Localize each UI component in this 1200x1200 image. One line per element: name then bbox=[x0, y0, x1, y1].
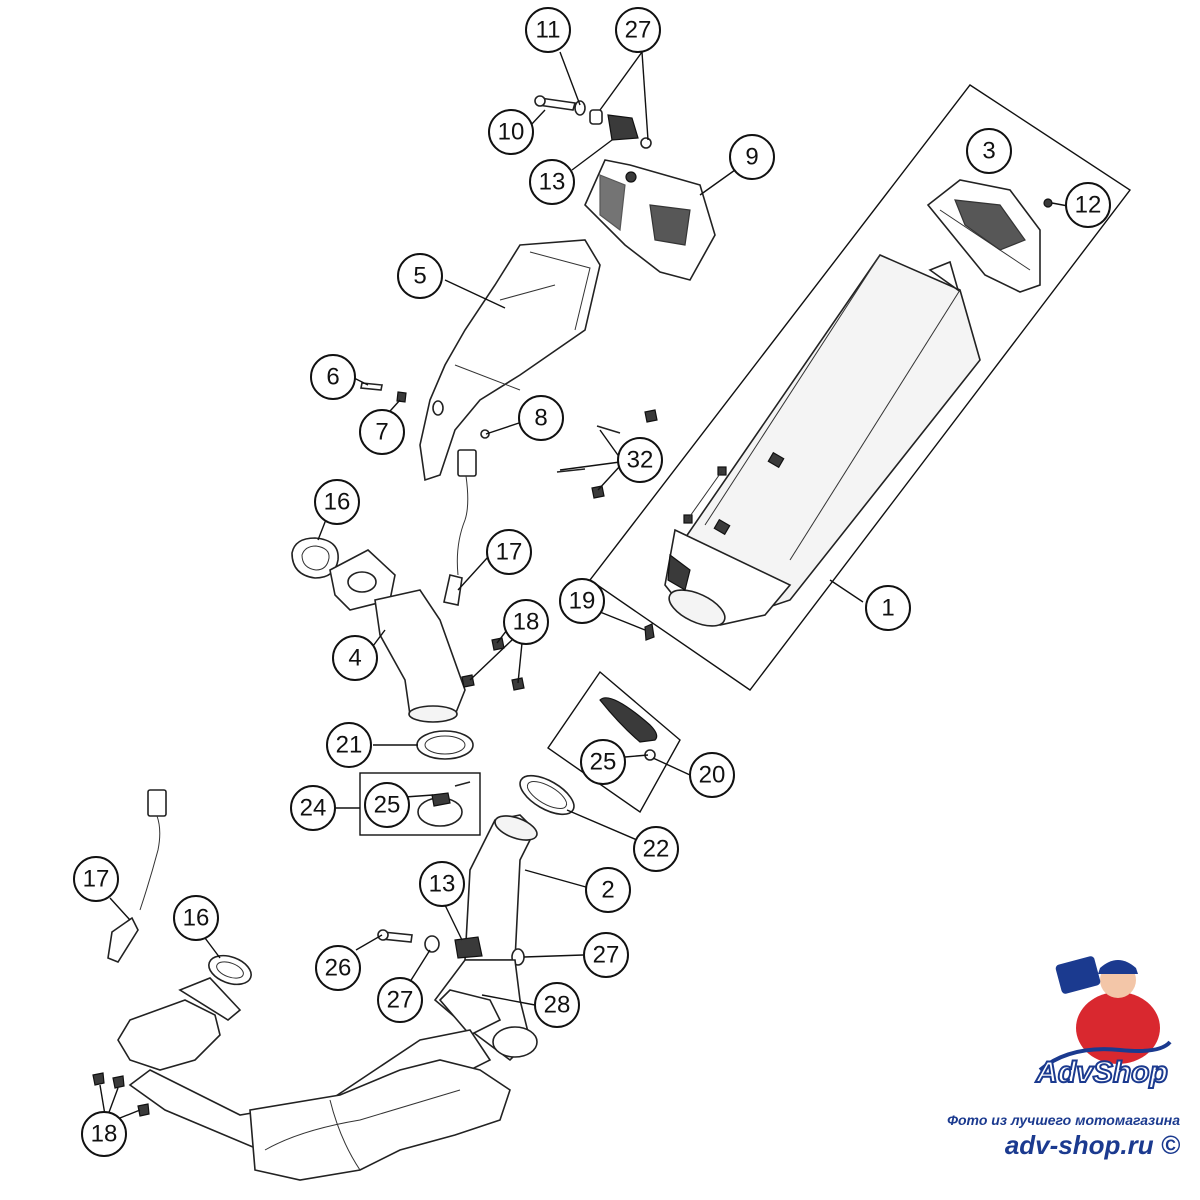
heat-shield-bracket bbox=[584, 159, 716, 281]
header-pipe-4 bbox=[329, 549, 466, 723]
clamp-20 bbox=[599, 697, 658, 761]
callout-18-center: 18 bbox=[503, 599, 549, 645]
callout-25-left: 25 bbox=[364, 782, 410, 828]
callout-16-top: 16 bbox=[314, 479, 360, 525]
callout-13-top: 13 bbox=[529, 159, 575, 205]
callout-24: 24 bbox=[290, 785, 336, 831]
svg-text:4: 4 bbox=[348, 645, 361, 672]
header-collector bbox=[117, 959, 538, 1181]
screw-12 bbox=[1043, 198, 1053, 208]
heat-shield bbox=[419, 239, 601, 482]
svg-text:17: 17 bbox=[496, 539, 523, 566]
callout-17-top: 17 bbox=[486, 529, 532, 575]
svg-text:1: 1 bbox=[881, 595, 894, 622]
svg-text:27: 27 bbox=[625, 17, 652, 44]
svg-text:7: 7 bbox=[375, 419, 388, 446]
svg-text:19: 19 bbox=[569, 588, 596, 615]
svg-text:16: 16 bbox=[183, 905, 210, 932]
callout-17-bottom: 17 bbox=[73, 856, 119, 902]
nut-7 bbox=[396, 391, 407, 403]
callout-26: 26 bbox=[315, 945, 361, 991]
svg-text:20: 20 bbox=[699, 762, 726, 789]
svg-text:27: 27 bbox=[387, 987, 414, 1014]
callout-32: 32 bbox=[617, 437, 663, 483]
callout-3: 3 bbox=[966, 128, 1012, 174]
svg-text:16: 16 bbox=[324, 489, 351, 516]
svg-text:25: 25 bbox=[590, 749, 617, 776]
svg-text:13: 13 bbox=[539, 169, 566, 196]
svg-text:28: 28 bbox=[544, 992, 571, 1019]
callout-10: 10 bbox=[488, 109, 534, 155]
callout-27-top: 27 bbox=[615, 7, 661, 53]
svg-text:10: 10 bbox=[498, 119, 525, 146]
gasket-22 bbox=[519, 774, 575, 816]
callout-22: 22 bbox=[633, 826, 679, 872]
clamp-kit-20-frame bbox=[547, 670, 681, 814]
svg-text:3: 3 bbox=[982, 138, 995, 165]
svg-text:18: 18 bbox=[91, 1121, 118, 1148]
clips-32 bbox=[556, 409, 658, 499]
callout-8: 8 bbox=[518, 395, 564, 441]
callout-18-bottom: 18 bbox=[81, 1111, 127, 1157]
svg-text:AdvShop: AdvShop bbox=[1035, 1056, 1168, 1089]
adv-shop-logo: AdvShop bbox=[1034, 956, 1172, 1090]
callout-20: 20 bbox=[689, 752, 735, 798]
gasket-16-top bbox=[291, 537, 339, 579]
callout-7: 7 bbox=[359, 409, 405, 455]
muffler-assembly bbox=[588, 84, 1132, 691]
svg-text:5: 5 bbox=[413, 263, 426, 290]
svg-text:11: 11 bbox=[536, 17, 561, 44]
svg-text:12: 12 bbox=[1075, 192, 1102, 219]
svg-text:22: 22 bbox=[643, 836, 670, 863]
sensor-17-top bbox=[443, 449, 477, 606]
leader-lines bbox=[99, 51, 1069, 1121]
svg-text:25: 25 bbox=[374, 792, 401, 819]
svg-text:18: 18 bbox=[513, 609, 540, 636]
callout-27-bottom-right: 27 bbox=[583, 932, 629, 978]
callout-28: 28 bbox=[534, 982, 580, 1028]
sensor-17-bottom bbox=[107, 789, 167, 963]
end-cap bbox=[926, 179, 1041, 293]
nut-18-b bbox=[92, 1072, 105, 1086]
callout-9: 9 bbox=[729, 134, 775, 180]
svg-text:8: 8 bbox=[534, 405, 547, 432]
callout-5: 5 bbox=[397, 253, 443, 299]
callout-19: 19 bbox=[559, 578, 605, 624]
svg-text:27: 27 bbox=[593, 942, 620, 969]
screw-8 bbox=[480, 429, 490, 439]
svg-text:6: 6 bbox=[326, 364, 339, 391]
svg-text:9: 9 bbox=[745, 144, 758, 171]
svg-text:26: 26 bbox=[325, 955, 352, 982]
callout-25-right: 25 bbox=[580, 739, 626, 785]
clamp-24 bbox=[417, 781, 471, 827]
callout-13-bottom: 13 bbox=[419, 861, 465, 907]
callout-1: 1 bbox=[865, 585, 911, 631]
svg-text:17: 17 bbox=[83, 866, 110, 893]
callout-4: 4 bbox=[332, 635, 378, 681]
watermark-caption: Фото из лучшего мотомагазина bbox=[947, 1112, 1180, 1128]
screw-6 bbox=[360, 382, 383, 391]
svg-text:2: 2 bbox=[601, 877, 614, 904]
callout-2: 2 bbox=[585, 867, 631, 913]
nut-18-a bbox=[491, 637, 505, 651]
link-pipe-2 bbox=[464, 814, 538, 961]
top-fasteners bbox=[534, 95, 652, 149]
clamp-kit-24-frame bbox=[359, 772, 481, 836]
svg-text:13: 13 bbox=[429, 871, 456, 898]
bottom-fasteners bbox=[377, 929, 525, 966]
callout-21: 21 bbox=[326, 722, 372, 768]
svg-text:21: 21 bbox=[336, 732, 363, 759]
svg-text:24: 24 bbox=[300, 795, 327, 822]
watermark: Фото из лучшего мотомагазина adv-shop.ru… bbox=[880, 1112, 1180, 1161]
callout-12: 12 bbox=[1065, 182, 1111, 228]
callout-16-bottom: 16 bbox=[173, 895, 219, 941]
callout-27-bottom-left: 27 bbox=[377, 977, 423, 1023]
callout-11: 11 bbox=[525, 7, 571, 53]
callout-6: 6 bbox=[310, 354, 356, 400]
watermark-site: adv-shop.ru © bbox=[1004, 1130, 1180, 1160]
svg-text:32: 32 bbox=[627, 447, 654, 474]
